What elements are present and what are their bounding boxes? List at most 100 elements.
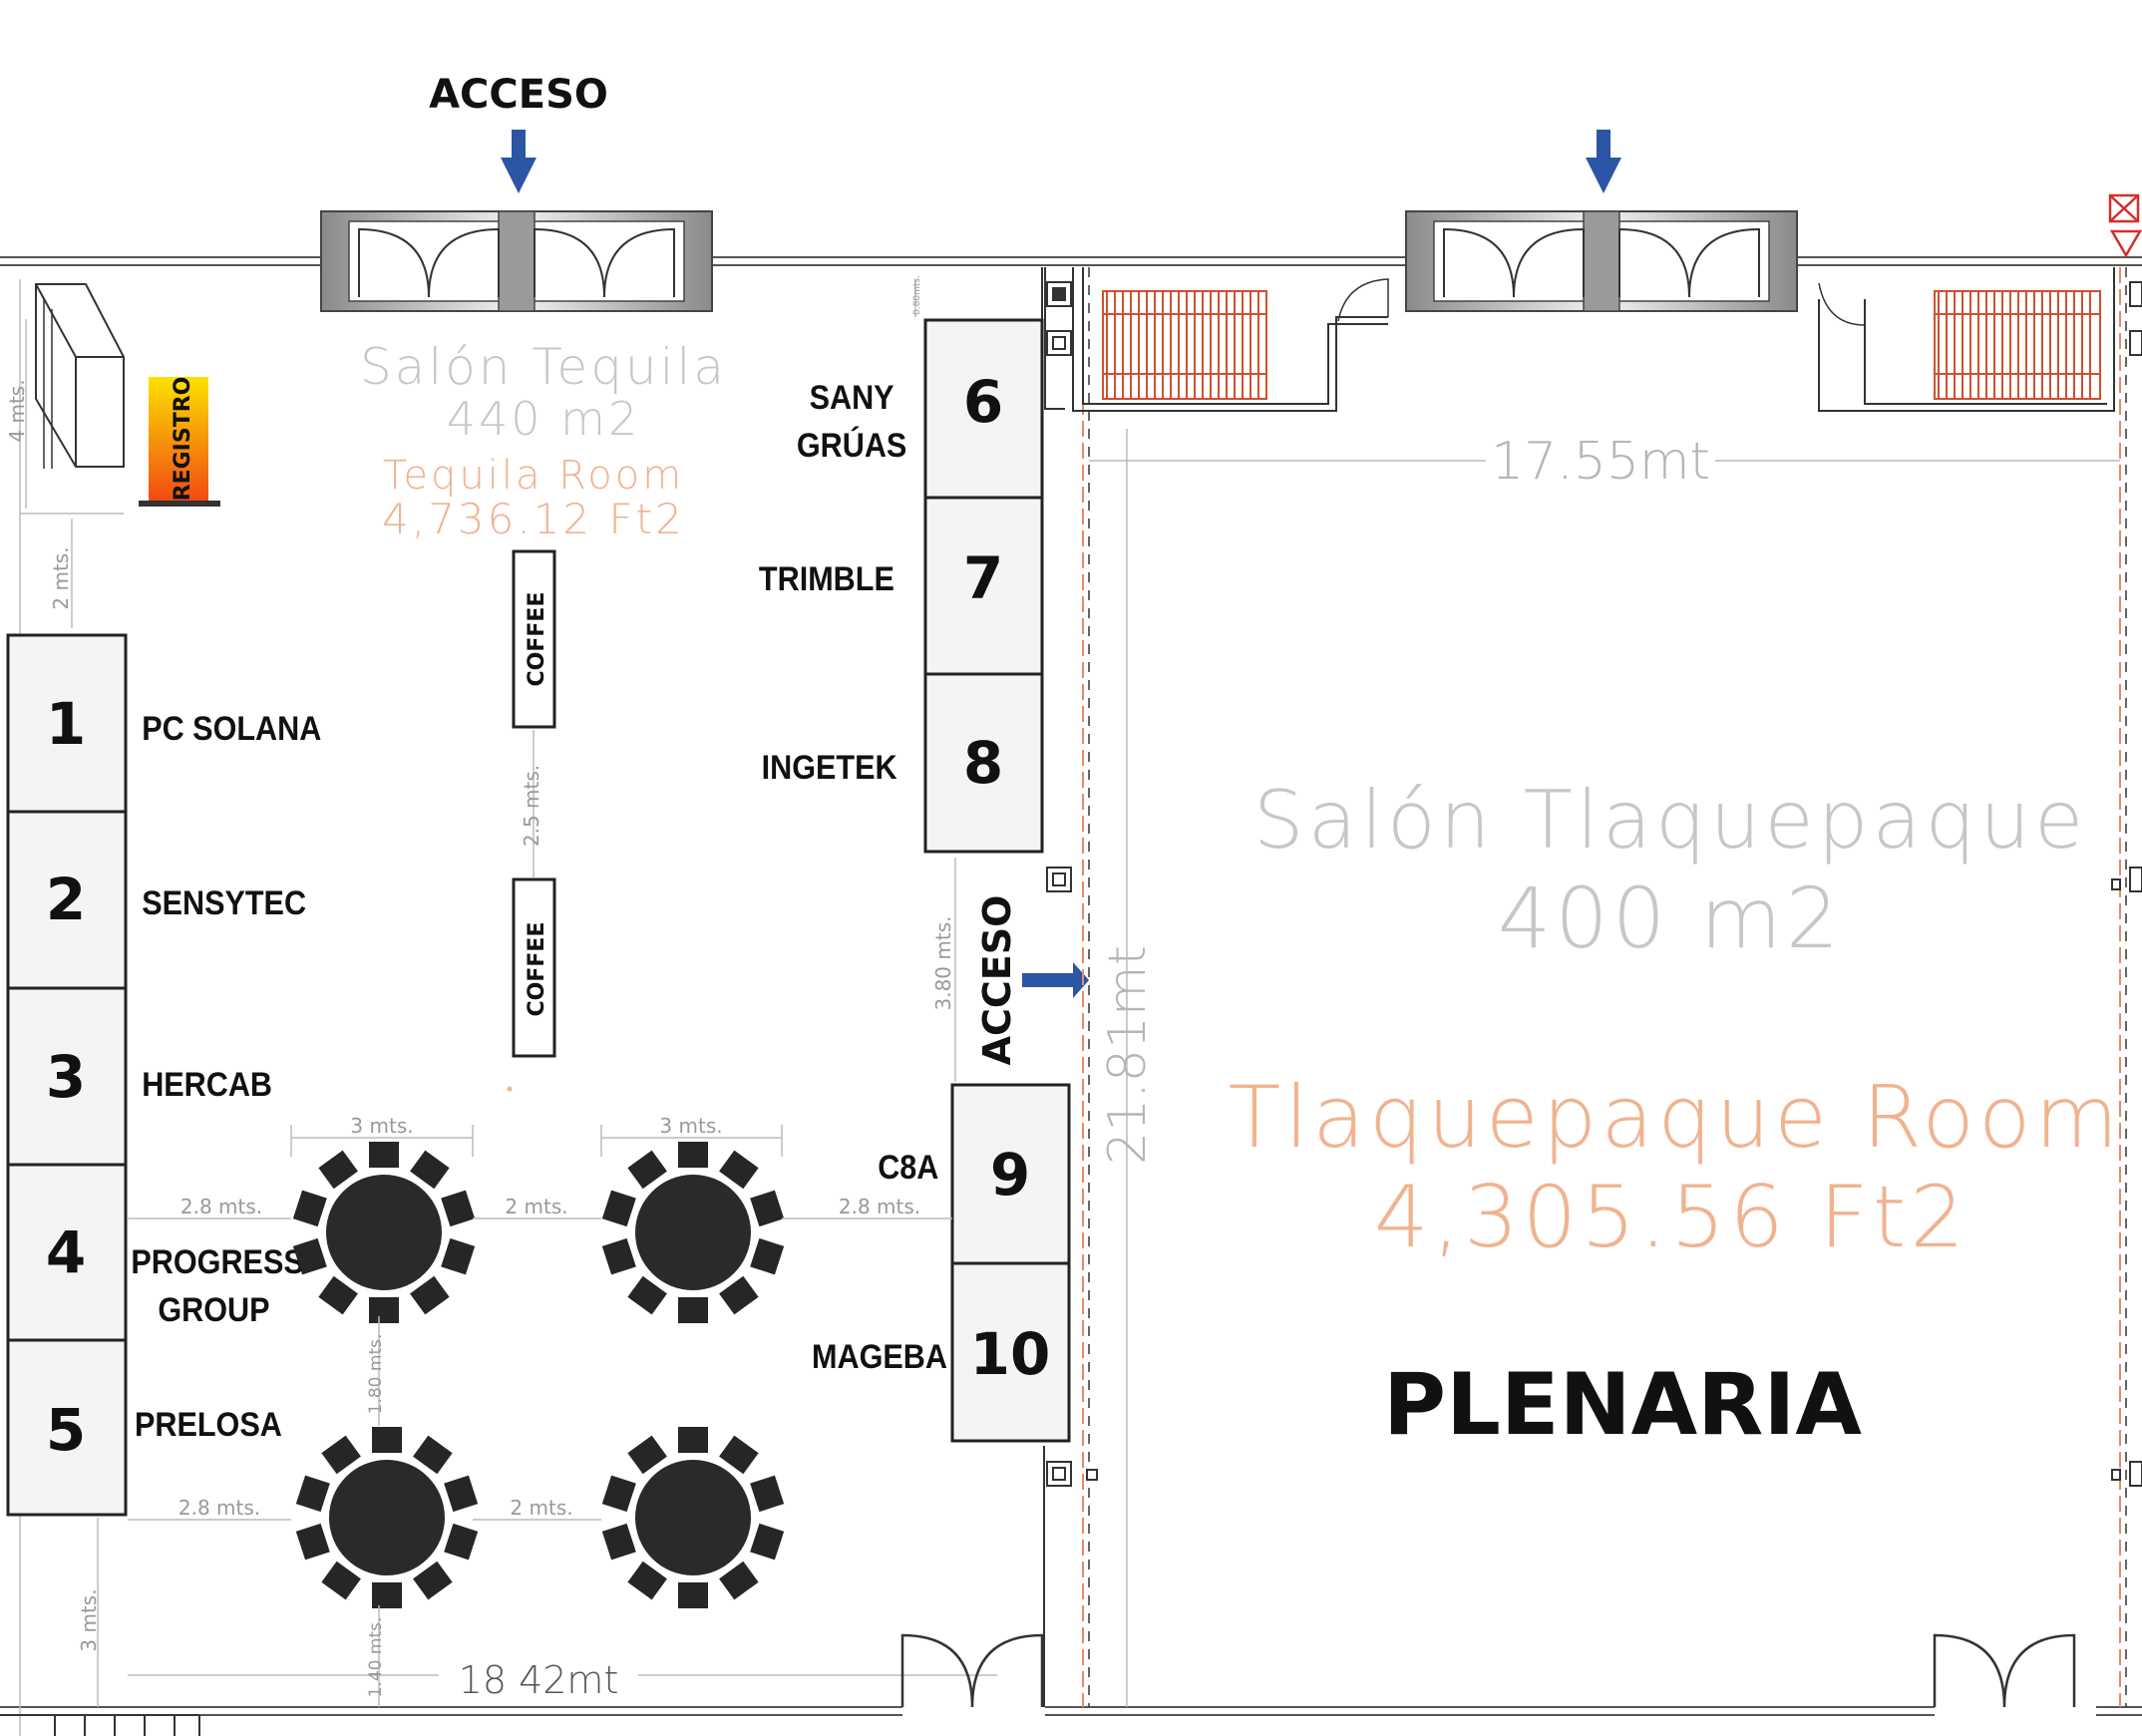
chair bbox=[750, 1190, 785, 1227]
booth-3-company: HERCAB bbox=[142, 1066, 272, 1104]
chair bbox=[678, 1297, 708, 1323]
booth-7-company: TRIMBLE bbox=[759, 560, 894, 598]
chair bbox=[678, 1427, 708, 1453]
chair bbox=[292, 1190, 327, 1227]
round-table-4 bbox=[601, 1427, 785, 1608]
registration-counter bbox=[35, 283, 125, 469]
chair bbox=[444, 1523, 479, 1561]
outer-walls bbox=[0, 256, 2142, 1736]
chair bbox=[601, 1190, 636, 1227]
access-arrow-top-left bbox=[501, 130, 536, 193]
booth-4-company: PROGRESS bbox=[131, 1243, 303, 1281]
dim-aisle-mid-1: 2 mts. bbox=[505, 1195, 567, 1218]
partition-wall bbox=[1041, 267, 2127, 1707]
booths-left bbox=[6, 633, 128, 1517]
tlaquepaque-room-labels: Salón Tlaquepaque 400 m2 Tlaquepaque Roo… bbox=[1229, 774, 2123, 1267]
dim-aisle-right-1: 2.8 mts. bbox=[839, 1195, 920, 1218]
dim-reg-gap: 2 mts. bbox=[49, 546, 73, 609]
booth-8-company: INGETEK bbox=[762, 749, 898, 787]
chair bbox=[318, 1275, 358, 1315]
access-arrow-top-right bbox=[1586, 130, 1621, 193]
round-table-2 bbox=[601, 1142, 785, 1323]
coffee-station-1-label: COFFEE bbox=[525, 592, 549, 687]
chair bbox=[292, 1237, 327, 1275]
dim-table-width-2: 3 mts. bbox=[659, 1114, 722, 1138]
table-top bbox=[635, 1460, 751, 1575]
chair bbox=[678, 1582, 708, 1608]
tlaquepaque-room-name: Salón Tlaquepaque bbox=[1253, 774, 2087, 867]
dim-bottom-left: 3 mts. bbox=[77, 1588, 101, 1651]
chair bbox=[369, 1142, 399, 1168]
chair bbox=[627, 1561, 667, 1600]
table-dim-lines bbox=[97, 1125, 997, 1707]
chair bbox=[369, 1297, 399, 1323]
coffee-station-2 bbox=[512, 877, 556, 1058]
coffee-station-1 bbox=[512, 549, 556, 729]
access-arrow-side bbox=[1022, 962, 1089, 998]
chair bbox=[321, 1561, 361, 1600]
tlaquepaque-room-name-en: Tlaquepaque Room bbox=[1229, 1068, 2123, 1168]
service-room-right bbox=[1818, 267, 2115, 412]
chair bbox=[750, 1475, 785, 1513]
booth-10-number: 10 bbox=[970, 1320, 1051, 1388]
tlaquepaque-room-area-ft2: 4,305.56 Ft2 bbox=[1374, 1168, 1968, 1267]
chair bbox=[627, 1435, 667, 1475]
booth-10-company: MAGEBA bbox=[812, 1338, 947, 1376]
stair-treads-left bbox=[1106, 291, 1259, 399]
booth-6-company: SANY bbox=[810, 379, 894, 417]
door-frame-left bbox=[320, 210, 713, 312]
dim-table-vert-gap: 1.80 mts. bbox=[366, 1334, 386, 1415]
booth-1-number: 1 bbox=[46, 690, 86, 758]
booth-4-company-line2: GROUP bbox=[158, 1291, 269, 1329]
chair bbox=[295, 1475, 330, 1513]
table-top bbox=[635, 1175, 751, 1290]
chair bbox=[372, 1582, 402, 1608]
access-label-top: ACCESO bbox=[429, 72, 608, 118]
dim-tequila-length: 18 42mt bbox=[459, 1658, 619, 1702]
tequila-room-labels: Salón Tequila 440 m2 Tequila Room 4,736.… bbox=[360, 338, 727, 543]
dim-reg-height: 4 mts. bbox=[5, 379, 29, 442]
registration-banner bbox=[149, 377, 208, 501]
chair bbox=[601, 1237, 636, 1275]
booth-5-company: PRELOSA bbox=[135, 1406, 282, 1444]
stair-treads-right bbox=[1938, 291, 2091, 399]
chair bbox=[321, 1435, 361, 1475]
round-tables bbox=[292, 1142, 785, 1608]
dim-aisle-mid-2: 2 mts. bbox=[510, 1496, 572, 1520]
dim-plenaria-length: 21.81mt bbox=[1098, 945, 1158, 1165]
booth-7-number: 7 bbox=[963, 544, 1003, 612]
chair bbox=[441, 1237, 476, 1275]
dim-bottom-gap: 1.40 mts. bbox=[366, 1617, 386, 1698]
door-frame-right bbox=[1405, 210, 1798, 312]
booth-6-company-line2: GRÚAS bbox=[797, 425, 906, 464]
dim-table-width-1: 3 mts. bbox=[350, 1114, 413, 1138]
chair bbox=[719, 1561, 759, 1600]
booth-2-number: 2 bbox=[46, 866, 86, 933]
chair bbox=[627, 1275, 667, 1315]
table-top bbox=[329, 1460, 445, 1575]
chair bbox=[410, 1275, 450, 1315]
booth-6-number: 6 bbox=[963, 368, 1003, 436]
booth-9-company: C8A bbox=[878, 1149, 938, 1187]
chair bbox=[678, 1142, 708, 1168]
chair bbox=[601, 1475, 636, 1513]
access-label-side: ACCESO bbox=[975, 895, 1019, 1066]
chair bbox=[444, 1475, 479, 1513]
tequila-room-area-ft2: 4,736.12 Ft2 bbox=[382, 495, 685, 543]
plenaria-label: PLENARIA bbox=[1383, 1355, 1862, 1455]
chair bbox=[372, 1427, 402, 1453]
tequila-room-name: Salón Tequila bbox=[360, 338, 727, 396]
dim-booth-gap: 0.80mts. bbox=[912, 275, 922, 315]
columns bbox=[1046, 281, 2142, 1487]
booth-5-number: 5 bbox=[46, 1396, 86, 1464]
round-table-3 bbox=[295, 1427, 479, 1608]
chair bbox=[318, 1150, 358, 1190]
booths-center-bottom bbox=[950, 1083, 1071, 1443]
chair bbox=[413, 1561, 453, 1600]
booth-4-number: 4 bbox=[46, 1218, 86, 1286]
chair bbox=[413, 1435, 453, 1475]
registration-label: REGISTRO bbox=[171, 377, 195, 502]
tequila-room-area-m2: 440 m2 bbox=[447, 392, 641, 446]
chair bbox=[410, 1150, 450, 1190]
table-top bbox=[326, 1175, 442, 1290]
